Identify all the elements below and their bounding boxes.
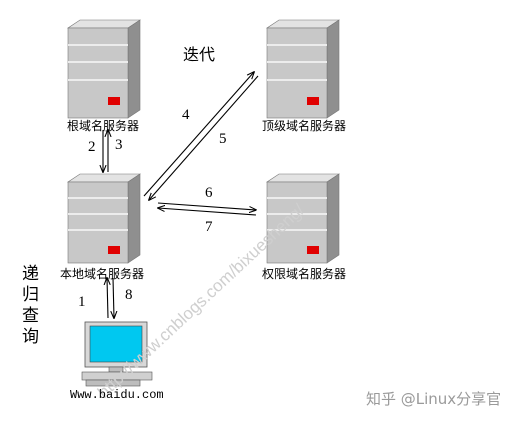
tld-server-label: 顶级域名服务器 (262, 119, 347, 133)
step-5-number: 5 (219, 131, 227, 147)
step-6-number: 6 (205, 185, 213, 201)
step-7-number: 7 (205, 219, 213, 235)
arrow-step-5 (149, 75, 259, 200)
step-1-number: 1 (78, 294, 86, 310)
step-4-number: 4 (182, 107, 190, 123)
auth-server-label: 权限域名服务器 (262, 267, 347, 281)
arrow-step-4 (143, 72, 254, 197)
root-server-label: 根域名服务器 (67, 119, 140, 133)
client-computer-icon (81, 321, 153, 387)
local-server-label: 本地域名服务器 (60, 267, 145, 281)
step-8-number: 8 (125, 287, 133, 303)
arrow-step-7 (158, 208, 257, 216)
step-3-number: 3 (115, 137, 123, 153)
recursive-label: 递归查询 (22, 264, 39, 347)
auth-server-icon (266, 173, 340, 264)
step-2-number: 2 (88, 139, 96, 155)
arrow-step-6 (157, 202, 256, 210)
tld-server-icon (266, 19, 340, 119)
arrow-step-8 (113, 277, 114, 318)
local-server-icon (67, 173, 141, 264)
client-label: Www.baidu.com (70, 388, 164, 402)
brand-watermark: 知乎 @Linux分享官 (366, 390, 502, 408)
iterative-label: 迭代 (183, 45, 216, 64)
arrow-step-1 (107, 278, 108, 319)
root-server-icon (67, 19, 141, 119)
